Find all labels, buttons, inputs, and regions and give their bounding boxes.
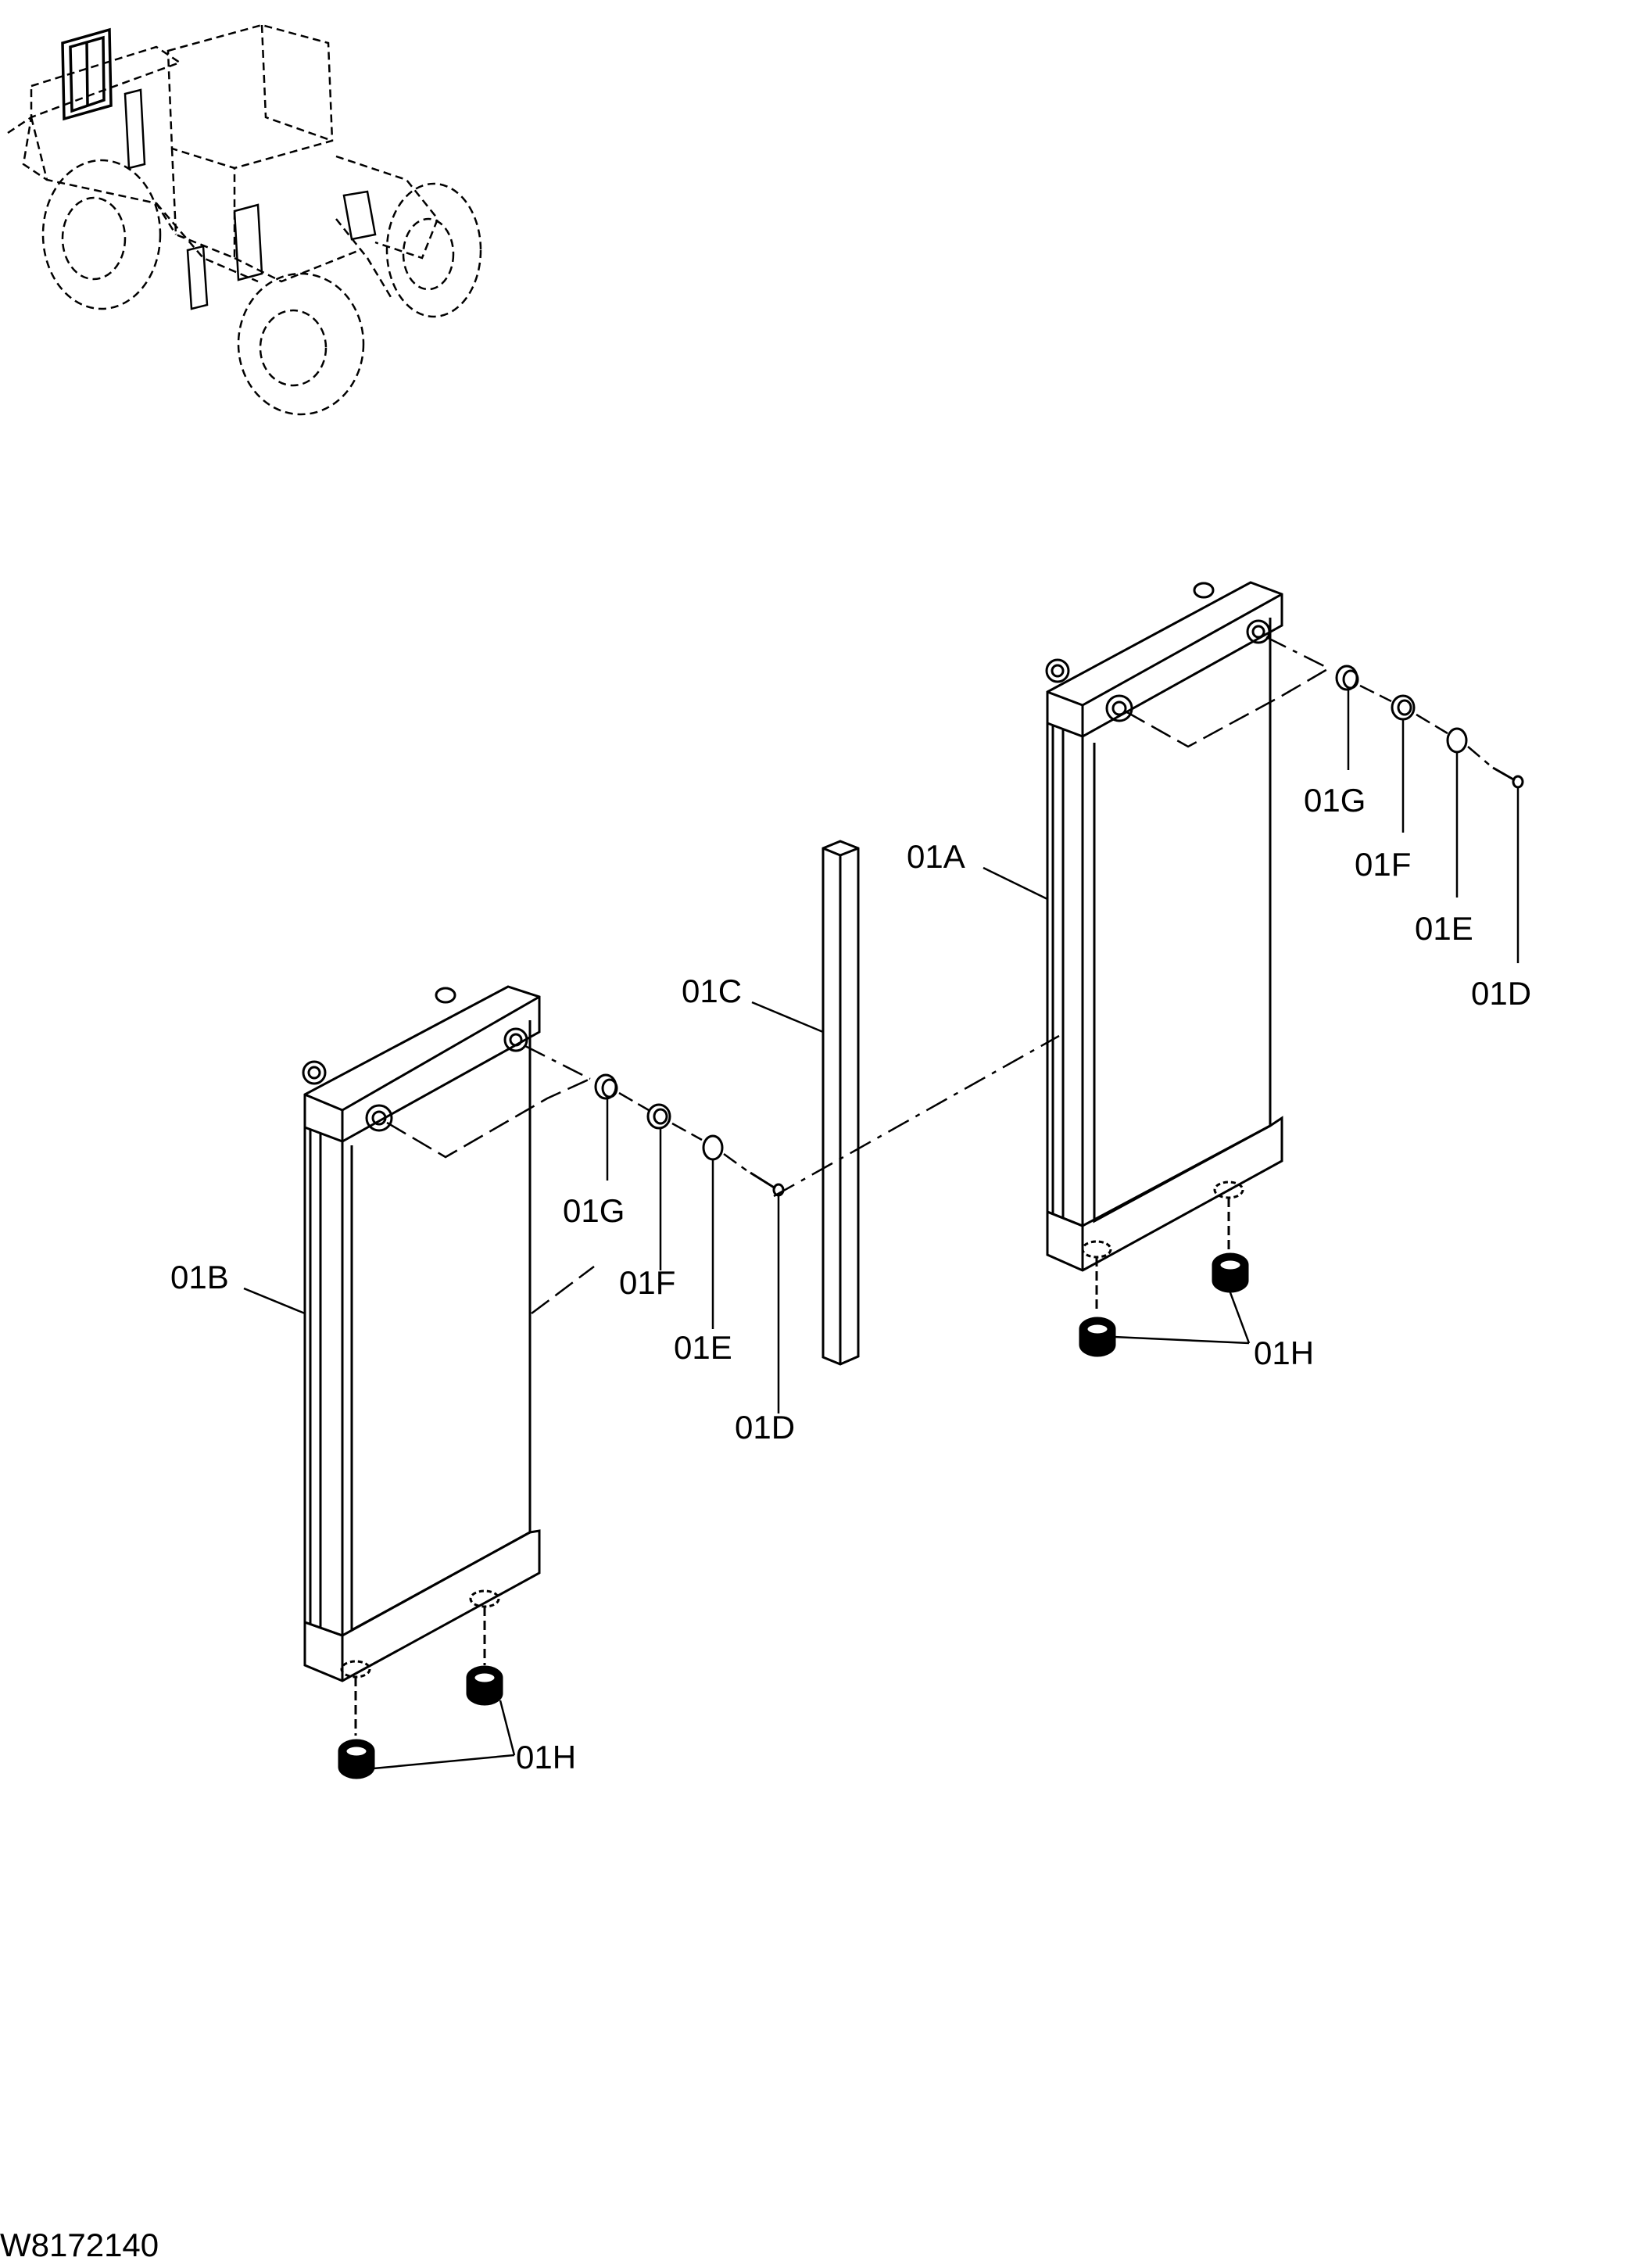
leader-left-01h	[373, 1700, 516, 1770]
right-axis-lines	[1125, 636, 1490, 765]
callout-01b: 01B	[170, 1259, 229, 1295]
leader-right-01h	[1113, 1288, 1251, 1345]
leader-01a	[983, 866, 1048, 901]
callout-left-01f: 01F	[619, 1264, 675, 1301]
center-axis-line	[773, 1034, 1060, 1198]
left-hardware-stack	[594, 1073, 785, 1197]
callout-left-01d: 01D	[735, 1409, 795, 1446]
callout-left-01e: 01E	[674, 1329, 732, 1366]
drawing-code: W8172140	[0, 2227, 159, 2263]
leader-lines	[243, 690, 1520, 1770]
machine-solid-parts	[123, 88, 377, 310]
radiator-01b	[302, 985, 541, 1682]
left-axis-lines	[386, 1044, 747, 1314]
callout-left-01h: 01H	[516, 1739, 576, 1775]
callout-right-01g: 01G	[1304, 782, 1366, 819]
leader-01b	[243, 1287, 306, 1315]
seal-strip-01c	[822, 840, 860, 1366]
callout-01a: 01A	[907, 838, 965, 875]
highlighted-radiator-location	[61, 27, 113, 121]
callout-01c: 01C	[682, 973, 742, 1009]
left-mount-rubbers	[338, 1589, 503, 1779]
callout-left-01g: 01G	[563, 1192, 625, 1229]
right-hardware-stack	[1335, 665, 1524, 789]
callout-right-01h: 01H	[1254, 1335, 1314, 1371]
machine-locator-thumbnail	[7, 23, 482, 416]
leader-01c	[751, 1001, 824, 1034]
radiator-01a	[1045, 581, 1283, 1272]
callout-labels: 01A 01G 01F 01E 01D 01H 01C 01B 01G 01F …	[170, 782, 1531, 1775]
callout-right-01f: 01F	[1355, 846, 1411, 883]
callout-right-01d: 01D	[1471, 975, 1531, 1012]
right-mount-rubbers	[1079, 1181, 1249, 1357]
callout-right-01e: 01E	[1415, 910, 1473, 947]
